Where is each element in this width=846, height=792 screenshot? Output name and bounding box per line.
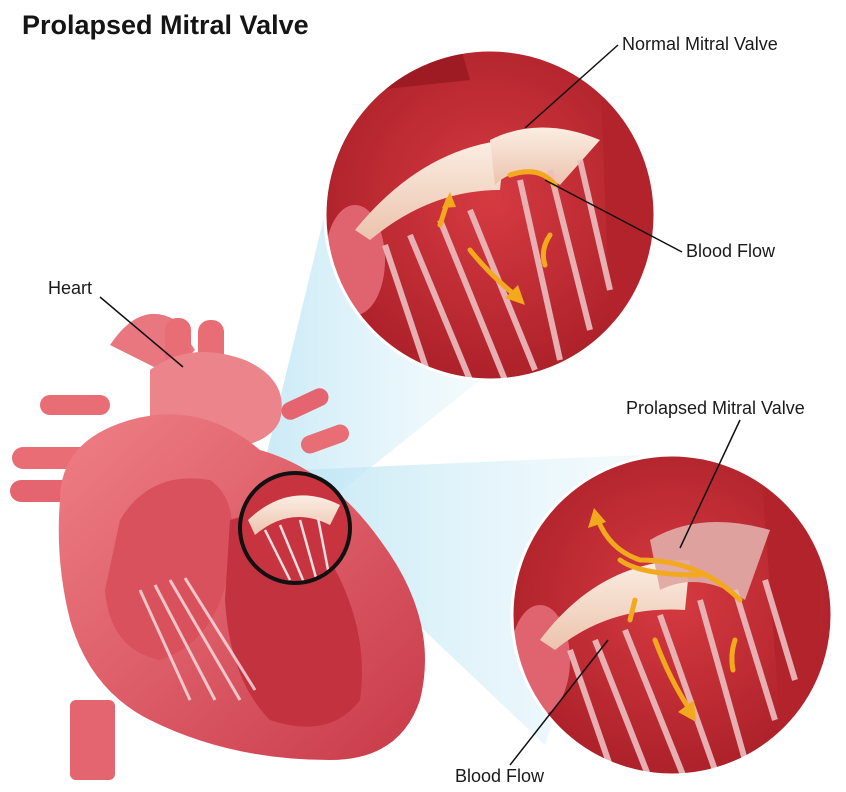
label-heart: Heart [48, 278, 92, 299]
label-blood-flow-top: Blood Flow [686, 241, 775, 262]
label-prolapsed-mitral-valve: Prolapsed Mitral Valve [626, 398, 805, 419]
label-normal-mitral-valve: Normal Mitral Valve [622, 34, 778, 55]
label-blood-flow-bottom: Blood Flow [455, 766, 544, 787]
